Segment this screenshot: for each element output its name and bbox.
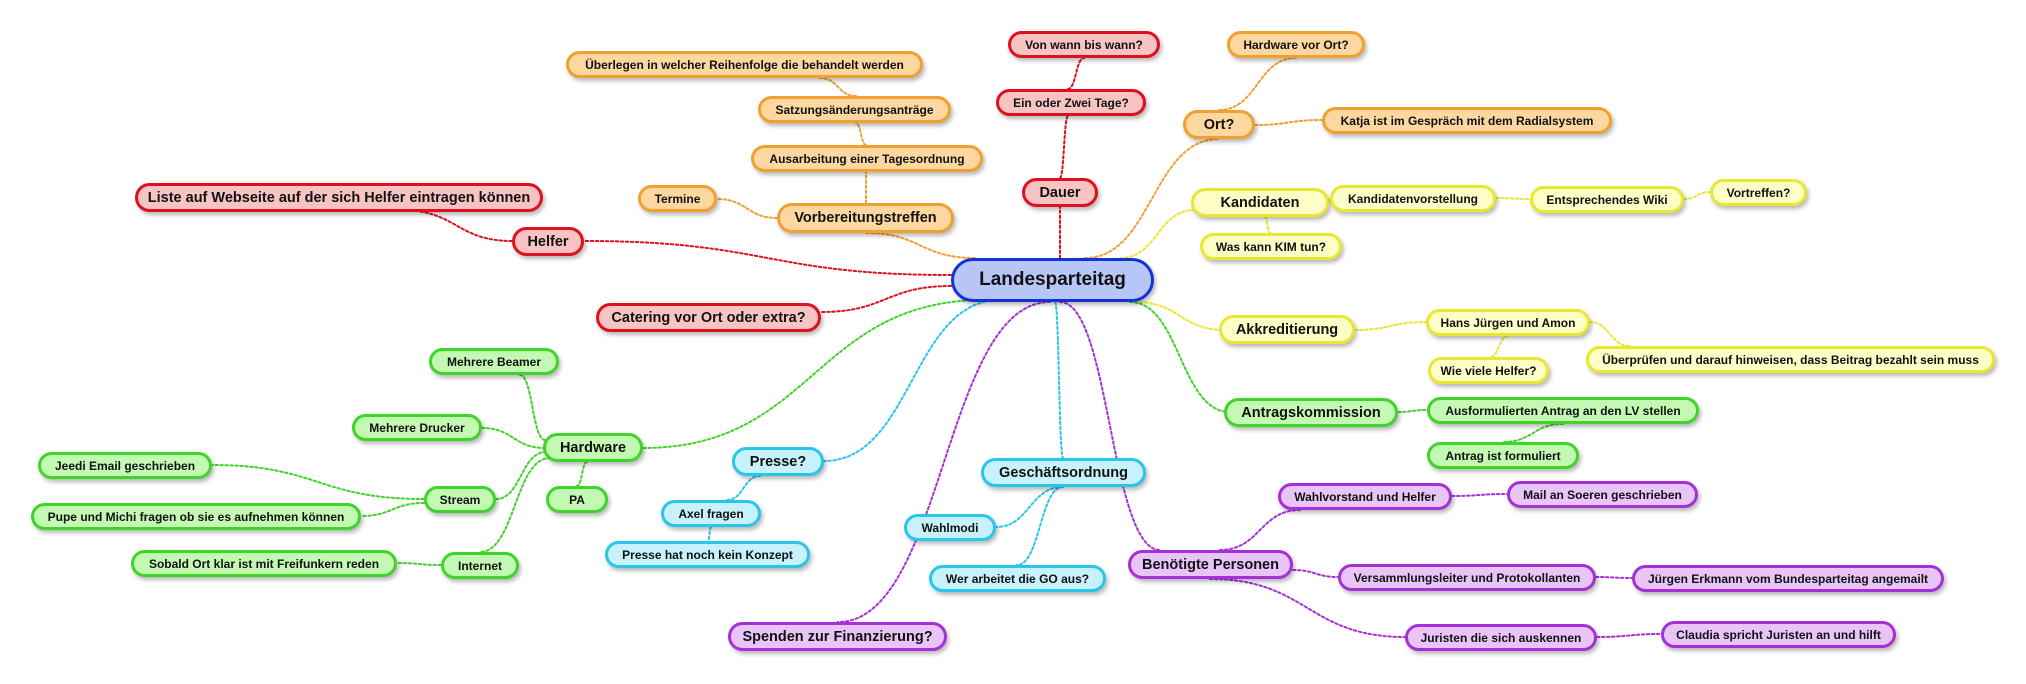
connector-line [837, 301, 1051, 623]
connector-line [820, 285, 952, 313]
connector-line [1119, 209, 1196, 259]
node-kandidaten-vorstellung[interactable]: Kandidatenvorstellung [1330, 185, 1496, 212]
node-akk-beitrag[interactable]: Überprüfen und darauf hinweisen, dass Be… [1586, 346, 1995, 373]
connector-line [1502, 423, 1564, 443]
connector-line [1292, 569, 1339, 578]
node-vorbereitung-satzung[interactable]: Satzungsänderungsanträge [758, 96, 951, 123]
connector-line [1354, 321, 1427, 331]
node-akk-helfer[interactable]: Wie viele Helfer? [1428, 357, 1549, 384]
node-pers-juristen[interactable]: Juristen die sich auskennen [1405, 624, 1597, 651]
connector-line [1129, 301, 1231, 413]
node-antrag-lv[interactable]: Ausformulierten Antrag an den LV stellen [1427, 397, 1699, 424]
connector-line [1218, 57, 1297, 111]
node-antrag[interactable]: Antragskommission [1224, 398, 1398, 427]
node-hw-pupe[interactable]: Pupe und Michi fragen ob sie es aufnehme… [31, 503, 361, 530]
node-personen[interactable]: Benötigte Personen [1128, 550, 1293, 579]
node-hw-jeedi[interactable]: Jeedi Email geschrieben [38, 452, 212, 479]
connector-line [1397, 409, 1428, 413]
node-dauer-zeitraum[interactable]: Von wann bis wann? [1008, 31, 1160, 58]
node-kandidaten-vortreffen[interactable]: Vortreffen? [1710, 179, 1807, 206]
node-kandidaten-wiki[interactable]: Entsprechendes Wiki [1530, 186, 1684, 213]
connector-line [1596, 633, 1662, 638]
node-akk-hans[interactable]: Hans Jürgen und Amon [1426, 309, 1590, 336]
connector-line [1489, 335, 1509, 358]
node-kandidaten-kim[interactable]: Was kann KIM tun? [1200, 233, 1342, 260]
node-go-wahlmodi[interactable]: Wahlmodi [904, 514, 996, 541]
connector-line [396, 562, 442, 566]
node-vorbereitung-reihenfolge[interactable]: Überlegen in welcher Reihenfolge die beh… [566, 51, 923, 78]
node-hw-internet[interactable]: Internet [441, 552, 519, 579]
connector-line [1134, 301, 1226, 331]
node-presse-axel[interactable]: Axel fragen [661, 500, 761, 527]
connector-line [707, 526, 712, 542]
node-pers-erkmann[interactable]: Jürgen Erkmann vom Bundesparteitag angem… [1632, 565, 1944, 592]
node-hw-drucker[interactable]: Mehrere Drucker [352, 414, 482, 441]
connector-line [211, 464, 425, 500]
connector-line [1059, 115, 1069, 179]
connector-line [1495, 197, 1531, 200]
node-helfer[interactable]: Helfer [512, 227, 584, 256]
node-dauer-tage[interactable]: Ein oder Zwei Tage? [996, 89, 1146, 116]
connector-line [400, 209, 513, 242]
node-vorbereitung-tagesordnung[interactable]: Ausarbeitung einer Tagesordnung [751, 145, 983, 172]
node-vorbereitung[interactable]: Vorbereitungstreffen [777, 203, 954, 233]
connector-line [1059, 301, 1161, 551]
node-ort[interactable]: Ort? [1183, 110, 1255, 139]
connector-line [855, 122, 867, 146]
node-go[interactable]: Geschäftsordnung [981, 458, 1146, 487]
connector-line [823, 299, 1001, 462]
node-spenden[interactable]: Spenden zur Finanzierung? [728, 622, 947, 651]
connector-line [1328, 197, 1331, 203]
connector-line [1589, 321, 1631, 347]
node-pers-mail[interactable]: Mail an Soeren geschrieben [1507, 481, 1698, 508]
connector-line [479, 457, 551, 553]
node-hw-beamer[interactable]: Mehrere Beamer [429, 348, 559, 375]
connector-line [1264, 216, 1271, 234]
node-hw-pa[interactable]: PA [546, 486, 608, 513]
connector-line [576, 461, 588, 487]
node-hardware[interactable]: Hardware [543, 433, 643, 462]
connector-line [1209, 578, 1406, 638]
node-pers-wahlvorstand[interactable]: Wahlvorstand und Helfer [1278, 483, 1452, 510]
connector-line [716, 198, 778, 219]
connector-line [1016, 486, 1064, 566]
node-pers-claudia[interactable]: Claudia spricht Juristen an und hilft [1661, 621, 1896, 648]
node-pers-versammlung[interactable]: Versammlungsleiter und Protokollanten [1338, 564, 1596, 591]
node-ort-katja[interactable]: Katja ist im Gespräch mit dem Radialsyst… [1322, 107, 1612, 134]
node-ort-hardware[interactable]: Hardware vor Ort? [1227, 31, 1365, 58]
connector-line [642, 299, 986, 449]
connector-line [360, 502, 425, 517]
connector-line [1084, 138, 1220, 259]
connector-line [583, 240, 952, 276]
node-presse-konzept[interactable]: Presse hat noch kein Konzept [605, 541, 810, 568]
connector-line [1451, 493, 1508, 497]
node-presse[interactable]: Presse? [732, 447, 824, 476]
root-node[interactable]: Landesparteitag [951, 258, 1154, 302]
node-akkreditierung[interactable]: Akkreditierung [1219, 315, 1355, 344]
connector-line [726, 475, 761, 501]
node-helfer-liste[interactable]: Liste auf Webseite auf der sich Helfer e… [135, 183, 543, 212]
connector-line [819, 77, 857, 97]
node-go-wer[interactable]: Wer arbeitet die GO aus? [929, 565, 1106, 592]
connector-line [1254, 119, 1323, 126]
connector-line [1067, 57, 1085, 90]
connector-line [1054, 301, 1064, 459]
node-kandidaten[interactable]: Kandidaten [1191, 188, 1329, 217]
connector-line [865, 232, 976, 259]
node-hw-freifunk[interactable]: Sobald Ort klar ist mit Freifunkern rede… [131, 550, 397, 577]
node-antrag-formuliert[interactable]: Antrag ist formuliert [1427, 442, 1579, 469]
connector-line [481, 427, 546, 449]
node-catering[interactable]: Catering vor Ort oder extra? [596, 303, 821, 332]
connector-line [1595, 576, 1633, 579]
node-vorbereitung-termine[interactable]: Termine [638, 185, 717, 212]
connector-line [1219, 509, 1301, 551]
node-dauer[interactable]: Dauer [1022, 178, 1098, 207]
connector-line [519, 374, 546, 441]
connector-line [1683, 191, 1711, 200]
connector-line [495, 451, 547, 500]
connector-line [995, 486, 1064, 528]
node-hw-stream[interactable]: Stream [424, 486, 496, 513]
